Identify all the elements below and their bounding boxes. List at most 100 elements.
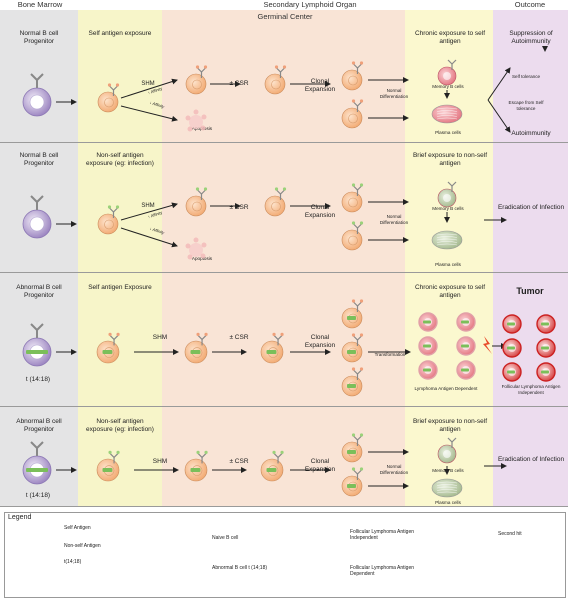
translocation-marker (423, 320, 431, 324)
antibody-arm (357, 185, 362, 191)
antibody-arm (353, 101, 358, 107)
row-divider (0, 272, 568, 273)
row3-exposure2: Chronic exposure to self antigen (414, 284, 486, 299)
antibody-arm (353, 223, 358, 229)
row3-progenitor-label: Abnormal B cell Progenitor (16, 284, 62, 299)
arrow (120, 202, 178, 221)
nucleus (29, 216, 45, 232)
apoptotic-fragment (187, 126, 193, 132)
legend-second-hit: Second hit (498, 531, 522, 537)
antibody-arm (447, 181, 453, 187)
antibody-arm (201, 189, 206, 195)
plasma-cell (431, 104, 463, 124)
lightning-icon (483, 336, 492, 354)
antigen-dot (351, 99, 356, 103)
antibody-arm (113, 334, 119, 340)
translocation-marker (26, 350, 48, 354)
nucleus (271, 79, 281, 90)
row3-exposure-label: Self antigen Exposure (88, 284, 152, 291)
row1-exposure-label: Self antigen exposure (88, 30, 152, 37)
translocation-marker (507, 370, 515, 374)
row4-outcome: Eradication of Infection (497, 456, 565, 463)
translocation-marker (190, 350, 201, 354)
b-cell (341, 69, 363, 91)
arrow (120, 105, 178, 122)
translocation-marker (266, 350, 277, 354)
antibody-arm (357, 369, 362, 375)
row1-plasma: Plasma cells (435, 130, 461, 135)
er-stripe (436, 241, 458, 243)
antibody-arm (197, 334, 203, 340)
antibody-arm (451, 181, 457, 187)
row4-diff: Normal Differentiation (379, 464, 409, 475)
legend-naive: Naive B cell (212, 535, 239, 541)
translocation-marker (461, 368, 469, 372)
antigen-dot (272, 332, 276, 336)
er-stripe (436, 236, 458, 238)
translocation-marker (347, 450, 356, 454)
b-cell (264, 73, 286, 95)
antibody-arm (353, 369, 358, 375)
arrow (120, 227, 178, 248)
translocation-marker (541, 370, 549, 374)
antibody-arm (36, 441, 44, 449)
antigen-dot (204, 332, 208, 336)
antigen-dot (359, 61, 364, 65)
legend-title: Legend (8, 514, 32, 521)
legend-fl-independent: Follicular Lymphoma Antigen Independent (350, 529, 415, 541)
nucleus (443, 194, 451, 202)
antigen-dot (108, 332, 112, 336)
row3-csr: ± CSR (229, 334, 249, 341)
antigen-dot (280, 450, 284, 454)
antibody-arm (273, 334, 279, 340)
antibody-arm (357, 223, 362, 229)
er-stripe (436, 481, 458, 484)
b-cell (97, 91, 119, 113)
apoptotic-fragment (201, 242, 207, 248)
header-bone-marrow: Bone Marrow (17, 0, 63, 9)
antigen-dot (196, 332, 200, 336)
antigen-dot (108, 450, 112, 454)
translocation-marker (102, 468, 113, 472)
antibody-arm (197, 67, 202, 73)
row4-exposure2: Brief exposure to non-self antigen (412, 418, 488, 433)
er-stripe (436, 489, 458, 491)
b-cell (97, 213, 119, 235)
header-outcome: Outcome (514, 0, 546, 9)
row2-shm: SHM (141, 203, 155, 209)
er-stripe (436, 233, 458, 236)
antibody-arm (357, 63, 362, 69)
antigen-dot (115, 83, 120, 87)
row1-outcome-autoimmunity: Autoimmunity (511, 130, 551, 137)
apoptotic-fragment (185, 115, 191, 121)
nucleus (29, 94, 45, 110)
er-stripe (436, 484, 458, 486)
row1-diff: Normal Differentiation (379, 88, 409, 99)
antibody-arm (353, 335, 358, 341)
row3-translocation: t (14:18) (25, 376, 51, 383)
apoptotic-cell (189, 115, 203, 129)
arrow (120, 78, 178, 99)
antigen-dot (204, 450, 208, 454)
row3-lymphoma: Lymphoma Antigen Dependent (414, 386, 478, 391)
antigen-dot (282, 187, 287, 191)
antigen-dot (359, 433, 364, 437)
row-divider (0, 142, 568, 143)
header-secondary-lymphoid: Secondary Lymphoid Organ (263, 0, 357, 9)
row2-diff: Normal Differentiation (379, 214, 409, 225)
plasma-cell (431, 478, 463, 498)
nucleus (104, 97, 114, 108)
antibody-arm (201, 67, 206, 73)
nucleus (271, 201, 281, 212)
translocation-marker (26, 468, 48, 472)
row2-exposure-label: Non-self antigen exposure (eg: infection… (86, 152, 154, 167)
translocation-marker (461, 320, 469, 324)
apoptotic-cell (189, 243, 203, 257)
b-cell (341, 191, 363, 213)
antibody-arm (113, 85, 118, 91)
antigen-dot (359, 333, 364, 337)
antibody-arm (201, 334, 207, 340)
antigen-dot (359, 467, 364, 471)
er-stripe (436, 243, 458, 246)
